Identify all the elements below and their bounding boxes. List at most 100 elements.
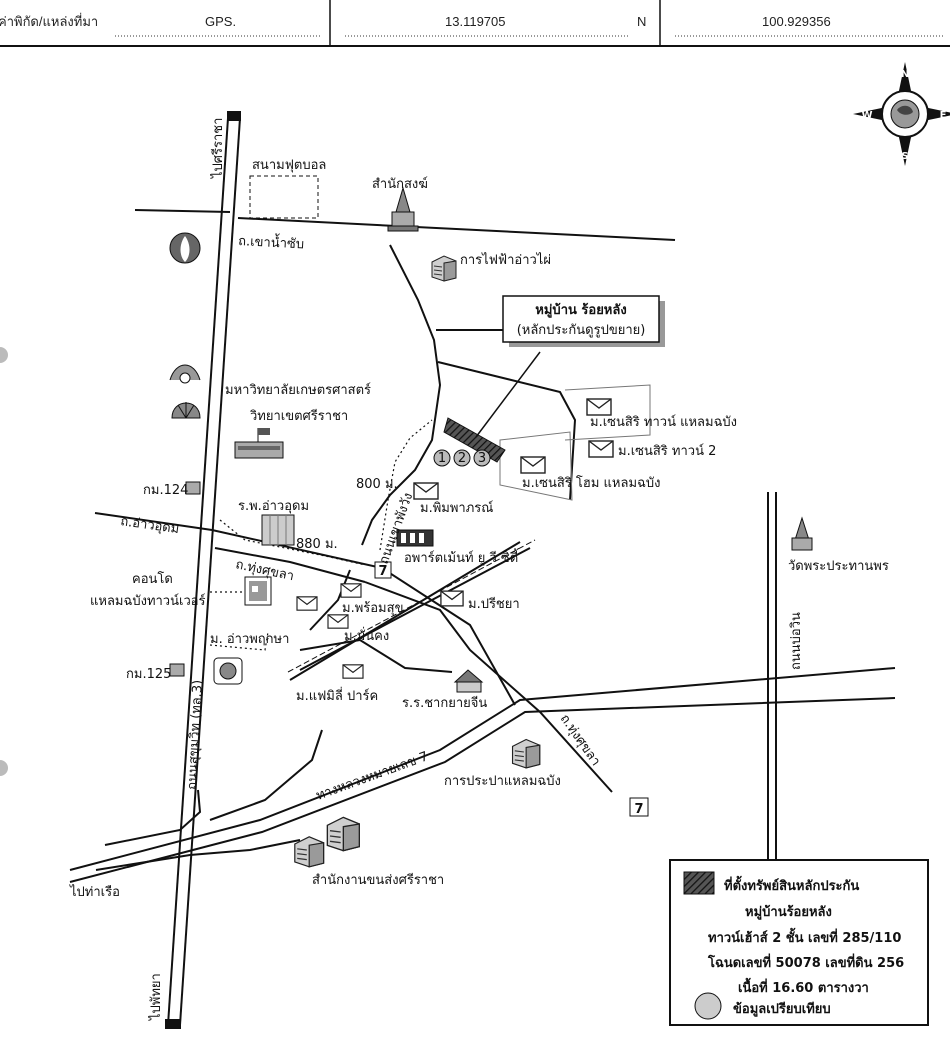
apartment-building-icon bbox=[396, 529, 434, 547]
legend: ที่ตั้งทรัพย์สินหลักประกัน หมู่บ้านร้อยห… bbox=[669, 859, 929, 1026]
distance-routes bbox=[209, 419, 433, 651]
hospital-building-icon bbox=[261, 514, 295, 546]
callout-box bbox=[502, 295, 660, 343]
estate-icon bbox=[440, 590, 464, 607]
label-waterworks: การประปาแหลมฉบัง bbox=[444, 774, 561, 789]
label-to-sriracha: ไปศรีราชา bbox=[210, 118, 226, 179]
label-km124: กม.124 bbox=[143, 483, 188, 498]
estate-icon bbox=[588, 440, 614, 458]
estate-icon bbox=[342, 664, 364, 679]
estate-outlines bbox=[499, 384, 651, 501]
subject-site bbox=[443, 417, 506, 463]
seven-eleven-icon: 7 bbox=[629, 797, 649, 817]
label-electricity-office: การไฟฟ้าอ่าวไผ่ bbox=[460, 252, 551, 268]
label-condo-line2: แหลมฉบังทาวน์เวอร์ bbox=[90, 593, 206, 609]
callout-pointer bbox=[475, 351, 541, 438]
north-indicator: N bbox=[637, 14, 646, 29]
label-pimpaporn: ม.พิมพาภรณ์ bbox=[420, 500, 493, 516]
legend-line5: เนื้อที่ 16.60 ตารางวา bbox=[738, 977, 869, 996]
comparable-1: 1 bbox=[438, 451, 446, 466]
estate-icon bbox=[340, 583, 362, 598]
estate-icon bbox=[296, 596, 318, 611]
legend-line2: หมู่บ้านร้อยหลัง bbox=[745, 904, 832, 920]
label-university: มหาวิทยาลัยเกษตรศาสตร์ bbox=[225, 382, 371, 398]
label-sensiri-home-lc: ม.เซนสิริ โฮม แหลมฉบัง bbox=[522, 475, 660, 491]
compass-w: W bbox=[861, 110, 872, 121]
label-condo-line1: คอนโด bbox=[132, 571, 173, 587]
label-football-field: สนามฟุตบอล bbox=[252, 158, 326, 173]
university-building-icon bbox=[234, 428, 284, 459]
label-apartment: อพาร์ตเม้นท์ ยู วี ซิตี้ bbox=[404, 548, 519, 566]
header-bar: ค่าพิกัด/แหล่งที่มา GPS. 13.119705 N 100… bbox=[0, 0, 950, 47]
shell-logo-icon bbox=[171, 402, 201, 419]
legend-line6: ข้อมูลเปรียบเทียบ bbox=[733, 1001, 831, 1017]
lotus-logo-icon bbox=[213, 657, 243, 685]
legend-line1: ที่ตั้งทรัพย์สินหลักประกัน bbox=[724, 875, 859, 894]
binder-hole bbox=[0, 760, 8, 776]
label-sangha-office: สำนักสงฆ์ bbox=[372, 176, 428, 192]
school-building-icon bbox=[453, 669, 484, 693]
transport-office-building-icon bbox=[294, 816, 361, 868]
label-to-tha-ruea: ไปท่าเรือ bbox=[69, 884, 120, 900]
binder-hole bbox=[0, 347, 8, 363]
comparable-2: 2 bbox=[458, 451, 466, 466]
km124-marker-icon bbox=[185, 481, 201, 495]
stupa-icon bbox=[387, 186, 419, 232]
legend-comparable-swatch bbox=[694, 992, 722, 1020]
ptt-logo-icon bbox=[169, 232, 201, 264]
label-km125: กม.125 bbox=[126, 667, 171, 682]
label-thung-sukhla-road-2: ถ.ทุ่งศุขลา bbox=[557, 712, 603, 769]
comparable-3: 3 bbox=[478, 451, 486, 466]
compass-rose-icon: N S E W bbox=[853, 62, 950, 166]
label-sensiri-town2: ม.เซนสิริ ทาวน์ 2 bbox=[618, 443, 716, 459]
electricity-building-icon bbox=[431, 255, 457, 282]
label-school: ร.ร.ชากยายจีน bbox=[402, 695, 487, 711]
label-sensiri-town-lc: ม.เซนสิริ ทาวน์ แหลมฉบัง bbox=[590, 414, 737, 430]
label-bo-win-road: ถนนบ่อวิน bbox=[789, 612, 804, 670]
estate-icon bbox=[327, 614, 349, 629]
label-ao-phruksa: ม. อ่าวพฤกษา bbox=[210, 632, 289, 647]
condo-building-icon bbox=[244, 576, 272, 606]
football-field-outline bbox=[249, 175, 319, 219]
label-family-park: ม.แฟมิลี่ ปาร์ค bbox=[296, 687, 378, 704]
label-phromsuk: ม.พร้อมสุข bbox=[342, 601, 403, 616]
label-ao-udom-road: ถ.อ่าวอุดม bbox=[119, 514, 180, 537]
legend-line4: โฉนดเลขที่ 50078 เลขที่ดิน 256 bbox=[707, 953, 904, 971]
estate-icon bbox=[520, 456, 546, 474]
temple-icon bbox=[791, 516, 813, 551]
label-khao-nam-sap-road: ถ.เขาน้ำซับ bbox=[238, 231, 305, 252]
compass-e: E bbox=[940, 110, 947, 121]
label-highway-7: ทางหลวงหมายเลข 7 bbox=[314, 749, 430, 804]
estate-icon bbox=[586, 398, 612, 416]
svg-text:7: 7 bbox=[634, 802, 643, 817]
coord-label: ค่าพิกัด/แหล่งที่มา bbox=[0, 13, 98, 29]
callout-title: หมู่บ้าน ร้อยหลัง bbox=[535, 302, 626, 318]
label-distance-800: 800 ม. bbox=[356, 477, 398, 492]
longitude-value: 100.929356 bbox=[762, 14, 831, 29]
latitude-value: 13.119705 bbox=[445, 14, 506, 29]
legend-subject-swatch bbox=[683, 871, 715, 895]
label-to-pattaya: ไปพัทยา bbox=[148, 973, 164, 1021]
coord-source: GPS. bbox=[205, 14, 236, 29]
label-preecha: ม.ปรีชยา bbox=[468, 596, 520, 612]
label-mankhong: ม.มั่นคง bbox=[344, 627, 389, 644]
waterworks-building-icon bbox=[511, 738, 541, 769]
label-distance-880: 880 ม. bbox=[296, 537, 338, 552]
km125-marker-icon bbox=[169, 663, 185, 677]
callout-subtitle: (หลักประกันดูรูปขยาย) bbox=[517, 323, 646, 338]
legend-line3: ทาวน์เฮ้าส์ 2 ชั้น เลขที่ 285/110 bbox=[708, 927, 901, 946]
compass-s: S bbox=[901, 151, 908, 162]
label-ao-udom-hospital: ร.พ.อ่าวอุดม bbox=[238, 499, 309, 514]
svg-text:7: 7 bbox=[378, 564, 387, 579]
label-sukhumvit-road: ถนนสุขุมวิท (ทล.3) bbox=[185, 679, 206, 790]
comparable-markers: 1 2 3 bbox=[433, 449, 491, 467]
label-transport-office: สำนักงานขนส่งศรีราชา bbox=[312, 872, 444, 888]
estate-icon bbox=[413, 482, 439, 500]
compass-n: N bbox=[901, 69, 909, 80]
railway bbox=[287, 539, 536, 673]
bank-logo-icon bbox=[169, 364, 201, 384]
label-university-campus: วิทยาเขตศรีราชา bbox=[249, 408, 348, 424]
label-wat: วัดพระประทานพร bbox=[788, 559, 889, 574]
seven-eleven-icon: 7 bbox=[374, 561, 392, 579]
